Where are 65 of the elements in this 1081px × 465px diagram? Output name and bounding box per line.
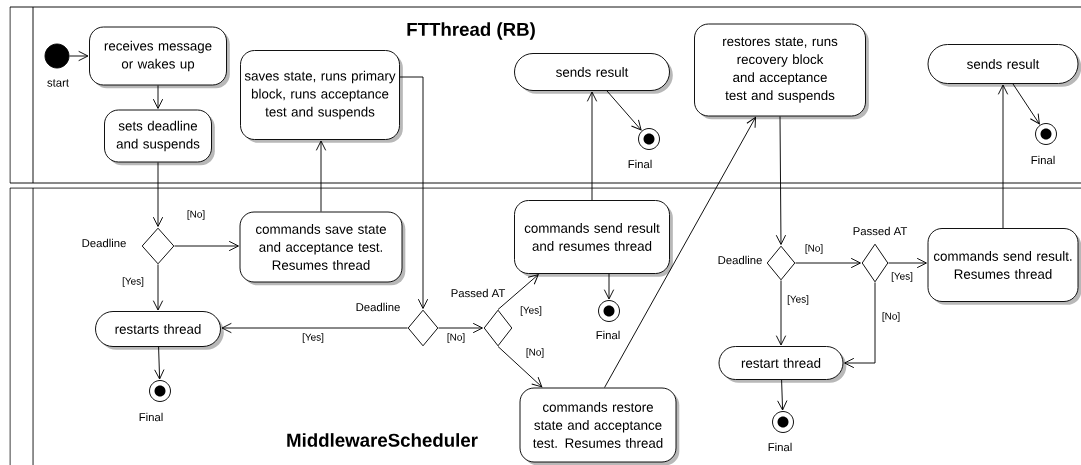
node-label: sends result: [967, 59, 1040, 69]
arrow: [795, 257, 861, 269]
arrow: [888, 257, 927, 269]
arrow: [997, 84, 1009, 229]
edge-label: [Yes]: [891, 272, 913, 282]
arrow: [586, 91, 598, 201]
action-box: restores state, runs recovery block and acceptance test and suspends: [694, 23, 869, 120]
arrow: [69, 50, 89, 62]
edge-label: [Yes]: [302, 333, 324, 343]
final-node: Final: [628, 128, 660, 169]
action-box: restarts thread: [95, 311, 224, 350]
edge-label: [No]: [882, 312, 900, 322]
action-box: commands restore state and acceptance test. Resumes thread: [519, 387, 680, 465]
node-label: Final: [1031, 155, 1055, 165]
arrow: [438, 322, 483, 334]
edge-label: [No]: [447, 333, 465, 343]
arrow: [154, 346, 165, 380]
final-node: Final: [768, 411, 794, 452]
node-label: Deadline: [82, 238, 126, 248]
node-label: Passed AT: [451, 288, 506, 298]
action-box: sends result: [927, 44, 1081, 87]
arrow: [152, 85, 164, 109]
action-box: sets deadline and suspends: [104, 109, 215, 166]
action-box: commands send result. Resumes thread: [927, 228, 1081, 305]
arrow: [221, 322, 408, 334]
arrow: [775, 280, 787, 346]
action-box: restart thread: [718, 346, 847, 383]
arrow: [775, 116, 787, 245]
edge-label: [No]: [805, 244, 823, 254]
arrow: [315, 140, 327, 212]
arrow: [152, 162, 164, 227]
arrow: [606, 90, 642, 131]
edge-label: [Yes]: [787, 295, 809, 305]
final-node: Final: [139, 380, 171, 422]
start-node: start: [44, 43, 70, 87]
arrow: [604, 116, 756, 388]
node-label: Deadline: [356, 302, 400, 312]
action-box: commands save state and acceptance test. Resumes thread: [239, 211, 406, 286]
arrow: [777, 379, 788, 411]
final-node: Final: [1031, 123, 1057, 165]
edge-label: [No]: [187, 210, 205, 220]
arrow: [174, 240, 239, 252]
node-label: Final: [768, 442, 792, 452]
arrow: [399, 76, 429, 309]
arrow: [497, 346, 543, 388]
arrow: [844, 282, 876, 369]
node-label: Final: [628, 159, 652, 169]
action-box: receives message or wakes up: [89, 26, 230, 89]
node-label: Passed AT: [853, 226, 908, 236]
action-box: commands send result and resumes thread: [514, 200, 673, 277]
node-label: Final: [596, 330, 620, 340]
action-box: sends result: [514, 53, 673, 94]
arrow: [497, 274, 539, 310]
edge-label: [No]: [526, 348, 544, 358]
node-label: start: [47, 79, 69, 87]
node-label: Final: [139, 412, 163, 422]
edge-label: [Yes]: [122, 277, 144, 287]
final-node: Final: [596, 300, 620, 340]
arrow: [603, 273, 615, 300]
action-box: saves state, runs primary block, runs acceptance test and suspends: [240, 50, 403, 143]
node-label: commands send result. Resumes thread: [933, 251, 1072, 279]
edge-label: [Yes]: [520, 306, 542, 316]
node-label: Deadline: [718, 255, 762, 265]
arrow: [152, 264, 164, 311]
arrow: [1012, 83, 1040, 125]
